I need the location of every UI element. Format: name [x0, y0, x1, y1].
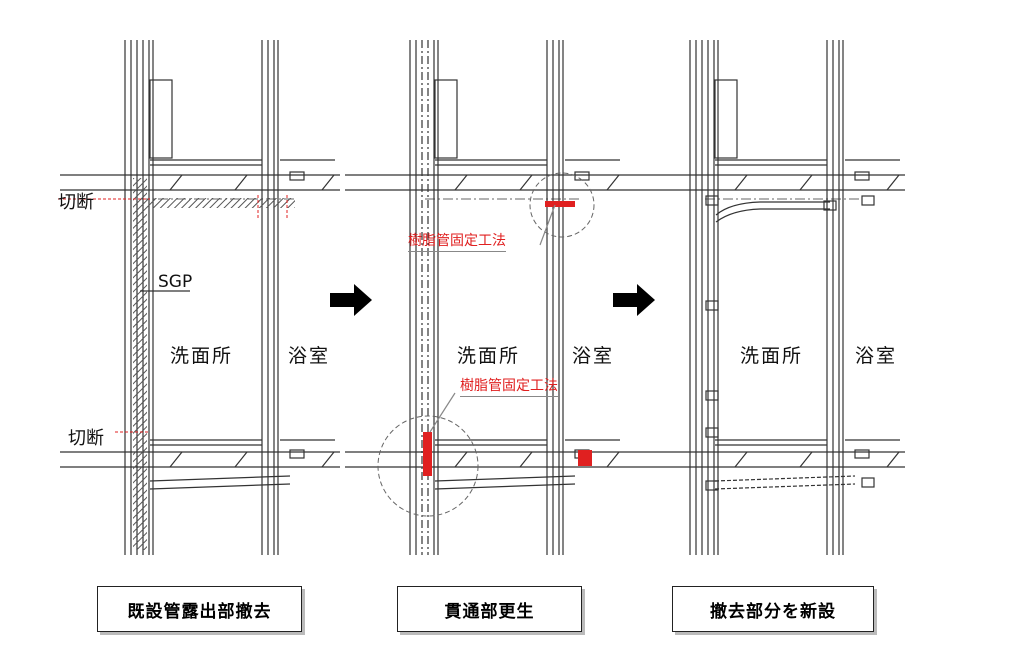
- slab-hatch-mark: [169, 174, 183, 191]
- new-pipe-fitting: [705, 300, 719, 311]
- slab-hatch-mark: [454, 174, 468, 191]
- drain-pipe-line: [149, 475, 291, 482]
- new-pipe-fitting: [705, 195, 719, 206]
- slab-hatch-mark: [886, 451, 900, 468]
- floor-drain: [854, 449, 870, 459]
- room-label-washroom-1: 洗面所: [170, 345, 234, 367]
- slab-hatch-mark: [234, 451, 248, 468]
- method-label-top: 樹脂管固定工法: [408, 230, 506, 252]
- new-pipe-fitting: [861, 477, 875, 488]
- drain-pipe-line: [714, 475, 856, 482]
- slab-hatch-mark: [234, 174, 248, 191]
- resin-pipe-fixing-drain: [578, 450, 592, 466]
- cut-label-top: 切断: [58, 192, 94, 213]
- new-pipe-line: [715, 208, 830, 223]
- slab-hatch-mark: [734, 174, 748, 191]
- leader-line: [429, 392, 456, 433]
- upper-cabinet: [149, 79, 173, 159]
- next-step-arrow-icon: [330, 284, 372, 316]
- detail-circle-top: [529, 172, 595, 238]
- new-pipe-fitting: [705, 390, 719, 401]
- new-pipe-line: [715, 201, 830, 216]
- drain-pipe-line: [714, 483, 856, 490]
- slab-hatch-mark: [454, 451, 468, 468]
- slab-hatch-mark: [519, 451, 533, 468]
- slab-hatch-mark: [519, 174, 533, 191]
- sgp-existing-pipe-hatched: [133, 178, 147, 550]
- method-label-bottom: 樹脂管固定工法: [460, 375, 558, 397]
- slab-hatch-mark: [606, 174, 620, 191]
- new-pipe-fitting: [705, 480, 719, 491]
- room-label-bathroom-3: 浴室: [855, 345, 898, 367]
- new-pipe-fitting: [823, 200, 837, 211]
- drain-pipe-line: [434, 483, 576, 490]
- room-label-washroom-3: 洗面所: [740, 345, 804, 367]
- resin-pipe-fixing-bottom: [423, 432, 432, 476]
- detail-circle-bottom: [377, 415, 479, 517]
- leader-line: [539, 204, 556, 246]
- room-label-washroom-2: 洗面所: [457, 345, 521, 367]
- slab-hatch-mark: [321, 174, 335, 191]
- floor-drain: [854, 171, 870, 181]
- room-label-bathroom-2: 浴室: [572, 345, 615, 367]
- slab-hatch-mark: [886, 174, 900, 191]
- floor-drain: [289, 171, 305, 181]
- drain-pipe-line: [149, 483, 291, 490]
- upper-cabinet: [434, 79, 458, 159]
- slab-hatch-mark: [734, 451, 748, 468]
- slab-hatch-mark: [799, 451, 813, 468]
- floor-drain: [574, 171, 590, 181]
- cut-label-bottom: 切断: [68, 428, 104, 449]
- caption-step-2: 貫通部更生: [397, 586, 582, 632]
- floor-drain: [289, 449, 305, 459]
- slab-hatch-mark: [169, 451, 183, 468]
- room-label-bathroom-1: 浴室: [288, 345, 331, 367]
- new-pipe-fitting: [861, 195, 875, 206]
- next-step-arrow-icon: [613, 284, 655, 316]
- new-pipe-fitting: [705, 427, 719, 438]
- sgp-horizontal-pipe-hatched: [147, 198, 295, 208]
- slab-hatch-mark: [321, 451, 335, 468]
- upper-cabinet: [714, 79, 738, 159]
- resin-pipe-fixing-top: [545, 201, 575, 207]
- caption-step-1: 既設管露出部撤去: [97, 586, 302, 632]
- slab-hatch-mark: [606, 451, 620, 468]
- slab-hatch-mark: [799, 174, 813, 191]
- caption-step-3: 撤去部分を新設: [672, 586, 874, 632]
- sgp-label: SGP: [158, 272, 193, 292]
- drain-pipe-line: [434, 475, 576, 482]
